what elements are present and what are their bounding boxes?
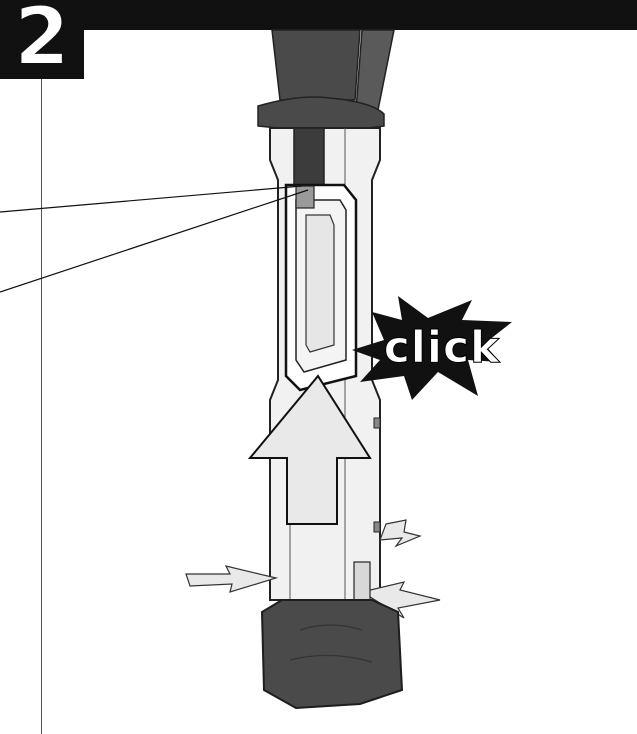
leader-lines bbox=[0, 185, 309, 293]
side-arrow-icon bbox=[185, 565, 279, 593]
tool-handle bbox=[257, 29, 395, 131]
click-burst-icon bbox=[352, 296, 512, 400]
column-notches bbox=[353, 417, 381, 601]
battery-pack bbox=[260, 599, 404, 710]
click-callout: click bbox=[383, 322, 501, 374]
header-bar bbox=[0, 0, 637, 30]
side-arrow-icon bbox=[360, 581, 441, 619]
step-number-box: 2 bbox=[0, 0, 84, 83]
side-arrow-icon bbox=[379, 519, 422, 548]
up-arrow-icon bbox=[247, 374, 372, 525]
latch-clip bbox=[284, 183, 358, 392]
margin-rule bbox=[41, 79, 42, 734]
step-number: 2 bbox=[13, 0, 71, 83]
